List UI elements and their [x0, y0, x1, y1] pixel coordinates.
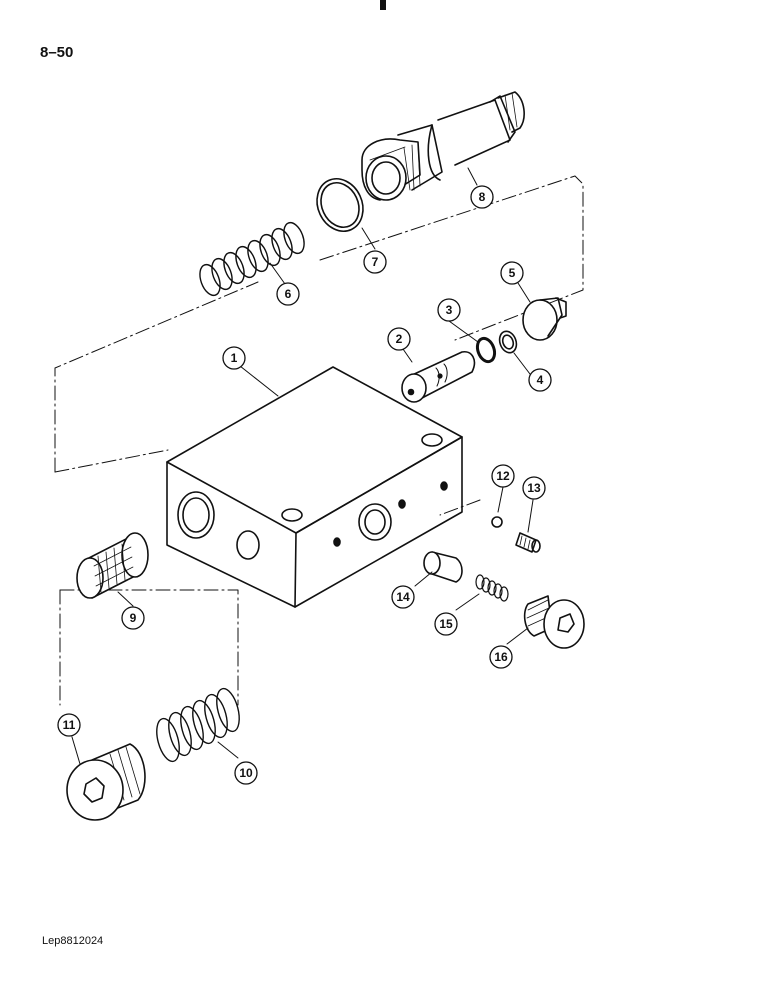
callout-6: 6: [285, 287, 292, 301]
part-3-snap-ring: [475, 336, 497, 364]
leader-lines: [71, 167, 534, 765]
part-9-screen-filter: [76, 532, 149, 599]
part-1-valve-body: [166, 366, 463, 608]
callout-numbers: 1 2 3 4 5 6 7 8 9 10 11 12 13 14 15 16: [63, 190, 544, 780]
part-15-small-spring: [475, 574, 509, 602]
callout-14: 14: [396, 590, 410, 604]
callout-9: 9: [130, 611, 137, 625]
part-16-hex-plug: [523, 595, 585, 649]
callout-7: 7: [372, 255, 379, 269]
part-10-spring: [156, 687, 240, 763]
part-7-o-ring: [316, 178, 364, 232]
callout-circles: [57, 185, 552, 785]
part-8-valve-cartridge: [361, 91, 525, 201]
part-11-hex-plug: [66, 743, 146, 821]
reference-code: Lep8812024: [42, 935, 104, 947]
callout-3: 3: [446, 303, 453, 317]
callout-11: 11: [63, 718, 76, 732]
page-number: 8–50: [40, 44, 74, 61]
part-2-spool: [401, 350, 476, 403]
part-13-set-screw: [515, 532, 541, 553]
callout-15: 15: [439, 617, 453, 631]
callout-8: 8: [479, 190, 486, 204]
part-6-spring: [199, 221, 305, 297]
callout-5: 5: [509, 266, 516, 280]
callout-12: 12: [496, 469, 510, 483]
callout-2: 2: [396, 332, 403, 346]
part-5-plug: [522, 297, 567, 341]
part-12-ball: [491, 516, 503, 528]
page-top-mark: [380, 0, 386, 10]
callout-10: 10: [239, 766, 253, 780]
callout-1: 1: [231, 351, 238, 365]
part-4-washer: [498, 330, 518, 354]
callout-16: 16: [494, 650, 508, 664]
callout-13: 13: [527, 481, 541, 495]
part-14-poppet: [423, 551, 463, 583]
callout-4: 4: [537, 373, 544, 387]
